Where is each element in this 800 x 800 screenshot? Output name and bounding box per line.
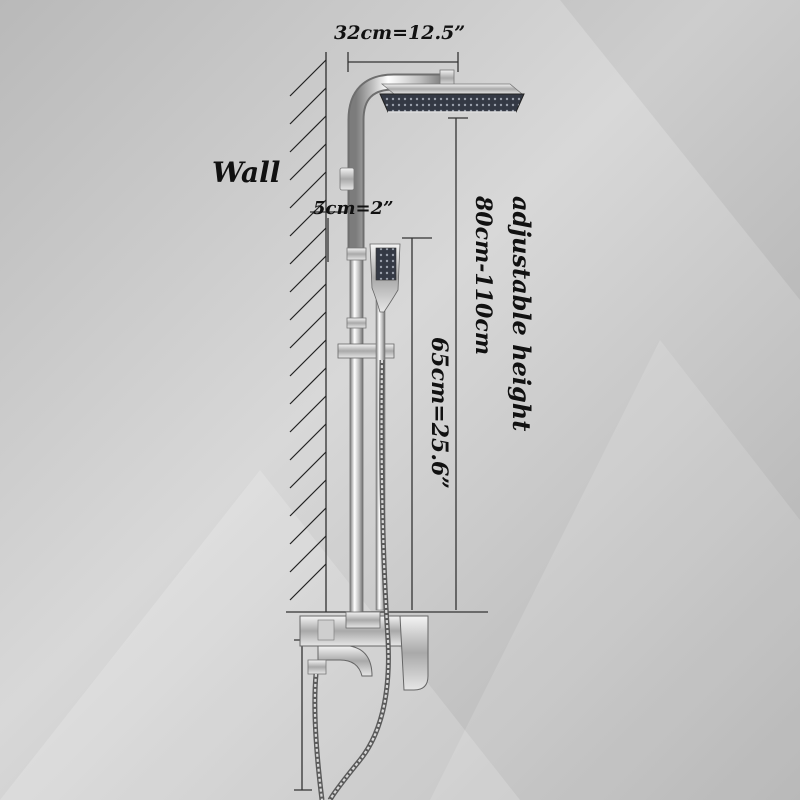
rain-shower-head (379, 83, 525, 113)
wall-hatching (289, 52, 327, 612)
background-facet (0, 470, 520, 800)
main-riser (349, 247, 364, 621)
background-facet (430, 340, 800, 800)
mixer-lever (399, 615, 429, 691)
adjustable-height-label: adjustable height (507, 196, 536, 432)
shower-head-width-label: 32cm=12.5” (334, 22, 466, 44)
riser-collar (346, 247, 367, 261)
shower-hose-ribbing (329, 359, 390, 800)
riser-collar (346, 317, 367, 329)
tub-spout (317, 645, 373, 677)
hose-connector (307, 659, 327, 675)
mixer-valve (299, 611, 429, 691)
height-range-label: 80cm-110cm (470, 196, 496, 356)
handheld-holder (337, 343, 395, 359)
wall-offset-label: 5cm=2” (313, 198, 394, 219)
wall-label: Wall (212, 156, 281, 189)
handheld-height-label: 65cm=25.6” (426, 337, 452, 489)
background-facet (560, 0, 800, 300)
lower-hose-ribbing (313, 673, 324, 800)
shower-arm (349, 75, 448, 250)
hand-shower-head (369, 243, 401, 313)
wall-bracket (339, 167, 355, 191)
